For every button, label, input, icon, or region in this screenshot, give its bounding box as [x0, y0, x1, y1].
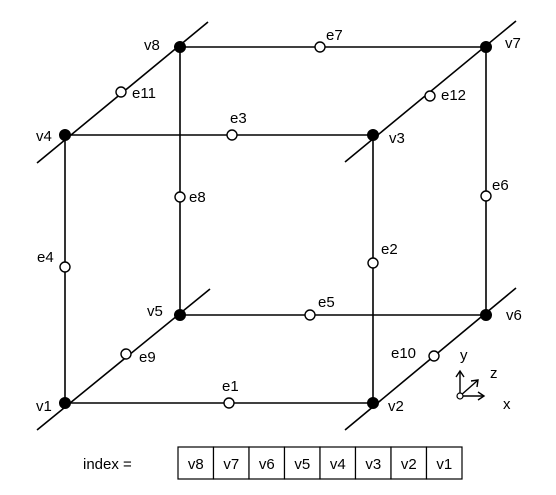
index-cell-v1: v1 — [436, 456, 452, 473]
index-cell-v3: v3 — [365, 456, 381, 473]
depth-line-e9 — [36, 288, 211, 431]
index-cell-box — [354, 446, 392, 480]
index-cell-v6: v6 — [259, 456, 275, 473]
edge-markers — [59, 41, 492, 409]
axis-label-x: x — [503, 396, 511, 413]
index-cell-box — [177, 446, 215, 480]
index-cell-box — [283, 446, 321, 480]
edge-marker-e4 — [59, 261, 71, 273]
index-cell-box — [212, 446, 250, 480]
vertex-v7 — [480, 41, 492, 53]
axis-label-y: y — [460, 347, 468, 364]
axis-label-z: z — [490, 365, 498, 382]
vertex-label-v5: v5 — [147, 303, 163, 320]
edge-label-e4: e4 — [37, 249, 54, 266]
axis-y-arrowhead — [455, 369, 465, 378]
edge-label-e9: e9 — [139, 349, 156, 366]
vertex-v4 — [59, 129, 71, 141]
index-cells: v8 v7 v6 v5 v4 v3 v2 v1 — [177, 446, 463, 480]
axis-x-arrowhead — [477, 391, 486, 401]
edge-marker-e3 — [226, 129, 238, 141]
edge-label-e6: e6 — [492, 177, 509, 194]
edge-label-e8: e8 — [189, 189, 206, 206]
edge-label-e5: e5 — [318, 294, 335, 311]
vertex-v5 — [174, 309, 186, 321]
index-cell-box — [248, 446, 286, 480]
edge-marker-e1 — [223, 397, 235, 409]
index-cell-v4: v4 — [330, 456, 346, 473]
vertex-label-v3: v3 — [389, 130, 405, 147]
index-cell-v8: v8 — [188, 456, 204, 473]
vertex-label-v4: v4 — [36, 128, 52, 145]
axis-z-arrow — [459, 380, 478, 397]
edge-marker-e8 — [174, 191, 186, 203]
vertex-label-v8: v8 — [144, 37, 160, 54]
edge-marker-e5 — [304, 309, 316, 321]
index-cell-box — [425, 446, 463, 480]
index-cell-box — [319, 446, 357, 480]
axes-indicator: x y z — [455, 347, 511, 413]
vertex-labels: v1 v2 v3 v4 v5 v6 v7 v8 — [36, 35, 522, 415]
index-cell-v7: v7 — [223, 456, 239, 473]
index-cell-v5: v5 — [294, 456, 310, 473]
cube-edges — [64, 46, 487, 404]
vertex-label-v6: v6 — [506, 307, 522, 324]
axis-z-arrowhead — [470, 379, 479, 388]
index-row: index = v8 v7 v6 v5 v4 v3 v2 v1 — [83, 446, 463, 480]
vertex-label-v2: v2 — [388, 398, 404, 415]
edge-label-e11: e11 — [132, 85, 156, 102]
vertex-markers — [59, 41, 492, 409]
edge-marker-e6 — [480, 190, 492, 202]
index-cell-box — [390, 446, 428, 480]
vertex-v8 — [174, 41, 186, 53]
index-cell-v2: v2 — [401, 456, 417, 473]
index-label: index = — [83, 456, 132, 473]
edge-labels: e1 e2 e3 e4 e5 e6 e7 e8 e9 e10 e11 e12 — [37, 27, 509, 395]
edge-label-e7: e7 — [326, 27, 343, 44]
edge-marker-e12 — [424, 90, 436, 102]
vertex-label-v7: v7 — [505, 35, 521, 52]
edge-label-e10: e10 — [391, 345, 416, 362]
vertex-v3 — [367, 129, 379, 141]
edge-label-e12: e12 — [441, 87, 466, 104]
edge-label-e1: e1 — [222, 378, 239, 395]
edge-marker-e11 — [115, 86, 127, 98]
edge-marker-e2 — [367, 257, 379, 269]
edge-marker-e7 — [314, 41, 326, 53]
depth-lines — [36, 20, 517, 431]
edge-label-e2: e2 — [381, 241, 398, 258]
vertex-label-v1: v1 — [36, 398, 52, 415]
vertex-v6 — [480, 309, 492, 321]
vertex-v2 — [367, 397, 379, 409]
axis-origin — [456, 392, 464, 400]
edge-marker-e10 — [428, 350, 440, 362]
edge-marker-e9 — [120, 348, 132, 360]
edge-label-e3: e3 — [230, 110, 247, 127]
vertex-v1 — [59, 397, 71, 409]
